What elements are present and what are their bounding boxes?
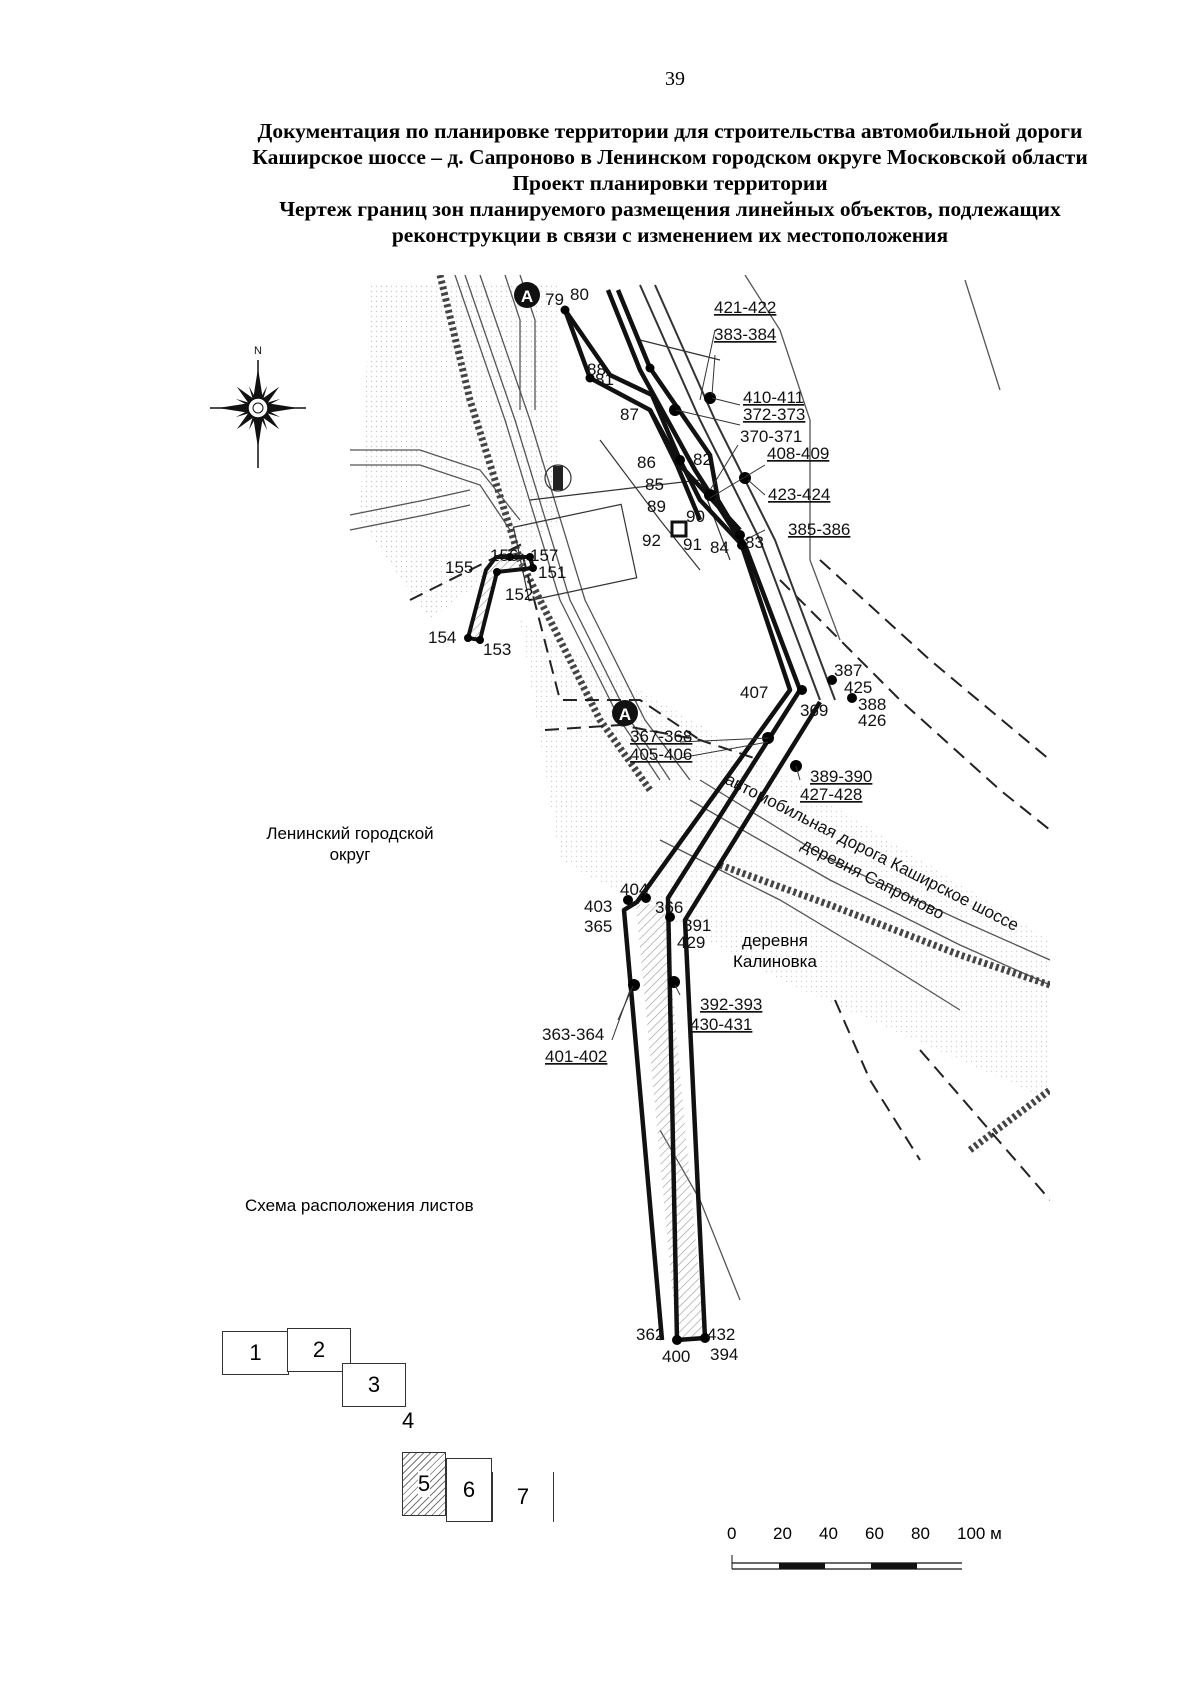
sheet-6: 6 (446, 1458, 492, 1522)
scale-label-100: 100 м (957, 1524, 1002, 1543)
point-label-388: 388 (858, 695, 886, 714)
point-label-394: 394 (710, 1345, 738, 1364)
point-label-366: 366 (655, 898, 683, 917)
callout-leaders (611, 329, 801, 1041)
scale-bar-labels: 0 20 40 60 80 100 м (727, 1524, 1002, 1544)
point-label-91: 91 (683, 535, 702, 554)
point-label-387: 387 (834, 661, 862, 680)
point-label-156: 156 (490, 546, 518, 565)
svg-text:A: A (521, 287, 533, 306)
district-label: Ленинский городской округ (250, 823, 450, 865)
scale-label-20: 20 (773, 1524, 792, 1543)
point-label-80: 80 (570, 285, 589, 304)
point-label-155: 155 (445, 558, 473, 577)
point-label-383-384: 383-384 (714, 325, 776, 344)
point-label-426: 426 (858, 711, 886, 730)
point-label-153: 153 (483, 640, 511, 659)
title-line-5: реконструкции в связи с изменением их ме… (391, 223, 949, 247)
point-label-430-431: 430-431 (690, 1015, 752, 1034)
title-line-1: Документация по планировке территории дл… (257, 119, 1083, 143)
point-label-403: 403 (584, 897, 612, 916)
sheet-7: 7 (492, 1472, 554, 1522)
point-label-layer: 79 80 81 82 83 84 85 86 87 88 89 90 91 92 151 152 153 154… (428, 285, 886, 1366)
point-label-86: 86 (637, 453, 656, 472)
village-label: деревня Калиновка (700, 930, 850, 972)
point-label-363-364: 363-364 (542, 1025, 604, 1044)
point-label-404: 404 (620, 880, 648, 899)
point-label-367-368: 367-368 (630, 727, 692, 746)
point-label-92: 92 (642, 531, 661, 550)
svg-text:A: A (619, 705, 631, 724)
point-label-408-409: 408-409 (767, 444, 829, 463)
scale-label-80: 80 (911, 1524, 930, 1543)
point-label-385-386: 385-386 (788, 520, 850, 539)
section-marker-bottom: A (612, 700, 638, 726)
point-label-89: 89 (647, 497, 666, 516)
point-label-389-390: 389-390 (810, 767, 872, 786)
point-label-421-422: 421-422 (714, 298, 776, 317)
scale-bar (731, 1555, 962, 1570)
point-label-401-402: 401-402 (545, 1047, 607, 1066)
point-label-154: 154 (428, 628, 456, 647)
point-label-79: 79 (545, 290, 564, 309)
sheet-1: 1 (222, 1331, 289, 1375)
title-line-4: Чертеж границ зон планируемого размещени… (279, 197, 1061, 221)
sheet-5: 5 (402, 1452, 446, 1516)
district-label-line-2: округ (329, 845, 371, 864)
point-label-362: 362 (636, 1325, 664, 1344)
traffic-light-icon (544, 464, 572, 492)
point-label-410-411: 410-411 (743, 388, 804, 407)
point-label-83: 83 (745, 533, 764, 552)
point-label-365: 365 (584, 917, 612, 936)
point-label-423-424: 423-424 (768, 485, 830, 504)
point-label-82: 82 (693, 450, 712, 469)
page-number: 39 (665, 68, 685, 90)
sheet-3: 3 (342, 1363, 406, 1407)
point-label-392-393: 392-393 (700, 995, 762, 1014)
point-label-427-428: 427-428 (800, 785, 862, 804)
point-label-425: 425 (844, 678, 872, 697)
point-label-85: 85 (645, 475, 664, 494)
district-label-line-1: Ленинский городской (266, 824, 434, 843)
point-label-88: 88 (587, 360, 606, 379)
section-marker-top: A (514, 282, 540, 308)
point-label-429: 429 (677, 933, 705, 952)
title-line-2: Каширское шоссе – д. Сапроново в Ленинск… (252, 145, 1088, 169)
point-label-370-371: 370-371 (740, 427, 802, 446)
title-line-3: Проект планировки территории (512, 171, 828, 195)
point-label-369: 369 (800, 701, 828, 720)
vertex-points (464, 305, 857, 1345)
point-label-152: 152 (505, 585, 533, 604)
point-label-90: 90 (686, 507, 705, 526)
point-label-391: 391 (683, 916, 711, 935)
scale-label-60: 60 (865, 1524, 884, 1543)
sheet-2: 2 (287, 1328, 351, 1372)
scale-label-0: 0 (727, 1524, 737, 1543)
point-label-81: 81 (595, 370, 614, 389)
point-label-84: 84 (710, 538, 729, 557)
point-label-400: 400 (662, 1347, 690, 1366)
scale-label-40: 40 (819, 1524, 838, 1543)
point-label-157: 157 (530, 546, 558, 565)
point-label-151: 151 (538, 563, 566, 582)
sheet-scheme-title: Схема расположения листов (245, 1196, 474, 1215)
point-label-405-406: 405-406 (630, 745, 692, 764)
point-label-432: 432 (707, 1325, 735, 1344)
point-label-372-373: 372-373 (743, 405, 805, 424)
sheet-4: 4 (402, 1408, 415, 1433)
compass-icon: N (210, 345, 306, 468)
village-label-line-1: деревня (742, 931, 808, 950)
document-title: Документация по планировке территории дл… (180, 118, 1160, 248)
compass-north-label: N (254, 345, 262, 357)
point-label-87: 87 (620, 405, 639, 424)
point-label-407: 407 (740, 683, 768, 702)
village-label-line-2: Калиновка (733, 952, 817, 971)
